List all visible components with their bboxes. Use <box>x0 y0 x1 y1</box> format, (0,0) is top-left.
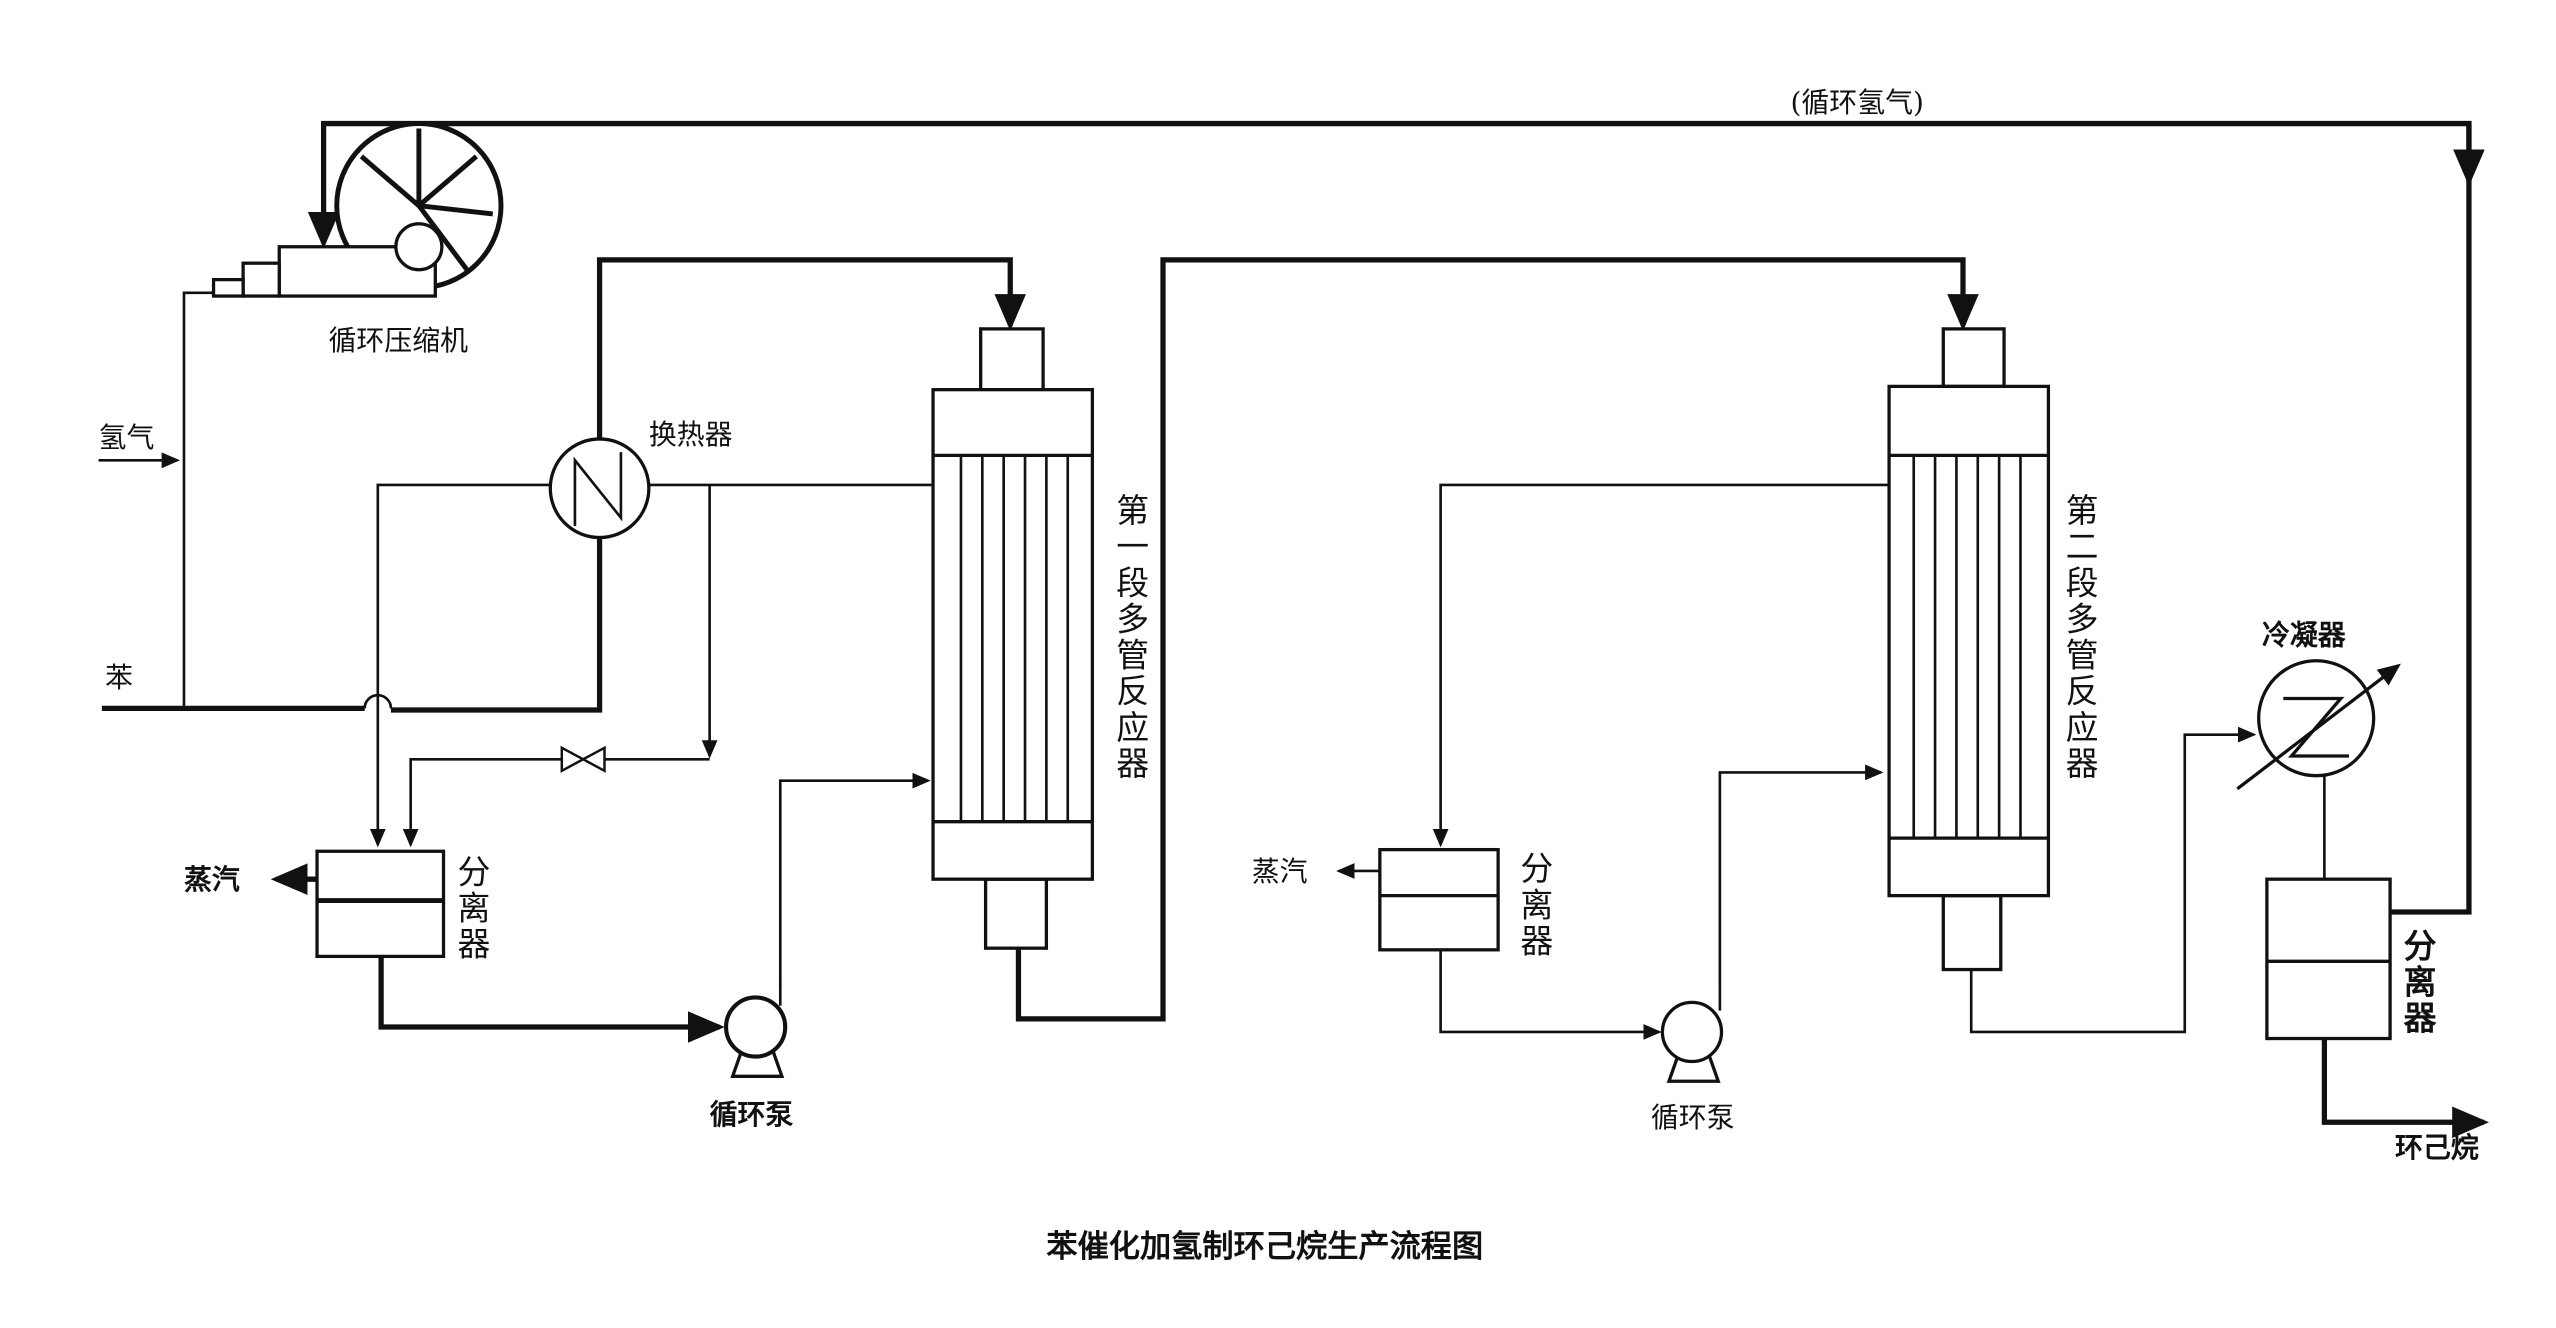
condenser-label: 冷凝器 <box>2262 618 2347 651</box>
exchanger-to-separator1-line <box>369 483 551 848</box>
reactor2-to-condenser-line <box>1969 726 2257 1034</box>
hydrogen-label: 氢气 <box>99 421 155 454</box>
product-line <box>2321 1038 2489 1139</box>
pump-1-label: 循环泵 <box>710 1098 794 1131</box>
reactor-2 <box>1887 327 2051 972</box>
pump-1-icon[interactable] <box>724 982 788 1078</box>
heat-exchanger-icon <box>548 437 651 540</box>
condenser-icon <box>2236 659 2401 791</box>
separator-2 <box>1378 847 1500 952</box>
valve-line <box>402 757 710 848</box>
reactor-1-label: 第一段多管反应器 <box>1111 493 1149 782</box>
pump1-to-reactor1-line <box>778 772 931 986</box>
product-label: 环己烷 <box>2395 1131 2479 1164</box>
recycle-hydrogen-label: (循环氢气) <box>1791 86 1924 119</box>
benzene-label: 苯 <box>105 661 133 694</box>
pump-2-icon[interactable] <box>1660 985 1724 1083</box>
separator-1 <box>315 849 446 959</box>
hydrogen-line <box>182 291 214 710</box>
compressor-icon <box>211 121 504 298</box>
reactor-2-label: 第二段多管反应器 <box>2061 493 2099 782</box>
diagram-title: 苯催化加氢制环己烷生产流程图 <box>1046 1229 1483 1265</box>
steam-1-label: 蒸汽 <box>184 863 240 896</box>
separator-3 <box>2265 877 2392 1041</box>
reactor1-to-reactor2-line <box>1015 257 1979 1022</box>
feed-to-reactor1-line <box>596 257 1027 439</box>
recycle-hydrogen-line <box>307 120 2485 915</box>
compressor-label: 循环压缩机 <box>329 324 469 357</box>
pump-2-label: 循环泵 <box>1651 1101 1735 1134</box>
reactor2-to-separator2-line <box>1432 483 1890 848</box>
reactor-1 <box>931 327 1095 950</box>
separator-2-label: 分离器 <box>1515 851 1553 959</box>
pump2-to-reactor2-line <box>1718 764 1884 986</box>
steam-2-label: 蒸汽 <box>1252 855 1308 888</box>
separator2-to-pump2-line <box>1439 949 1662 1040</box>
separator-3-label: 分离器 <box>2399 928 2438 1036</box>
heat-exchanger-label: 换热器 <box>649 418 733 451</box>
separator1-to-pump1-line <box>378 956 725 1043</box>
benzene-to-exchanger-line <box>390 537 603 713</box>
valve-icon[interactable] <box>560 745 606 773</box>
separator-1-label: 分离器 <box>452 855 490 963</box>
